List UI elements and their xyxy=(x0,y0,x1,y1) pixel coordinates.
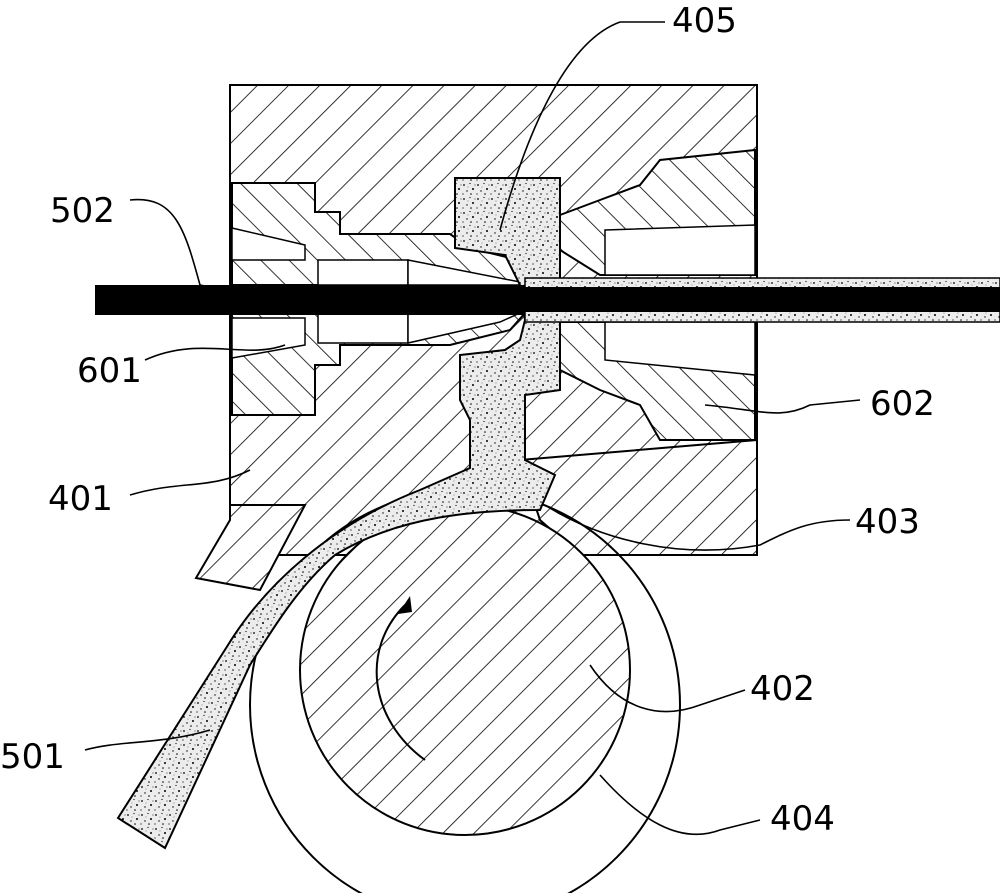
left-insert xyxy=(231,182,528,416)
roller xyxy=(299,504,631,836)
material-channel xyxy=(116,177,561,850)
label-602: 602 xyxy=(870,384,935,424)
label-502: 502 xyxy=(50,191,115,231)
leader-lines xyxy=(84,21,861,836)
right-insert xyxy=(559,148,756,441)
label-405: 405 xyxy=(672,1,737,41)
label-601: 601 xyxy=(77,351,142,391)
label-402: 402 xyxy=(750,669,815,709)
wire-rod xyxy=(95,277,1000,323)
label-403: 403 xyxy=(855,502,920,542)
label-501: 501 xyxy=(0,737,65,777)
label-401: 401 xyxy=(48,479,113,519)
label-404: 404 xyxy=(770,799,835,839)
rotation-arrow xyxy=(375,596,426,761)
